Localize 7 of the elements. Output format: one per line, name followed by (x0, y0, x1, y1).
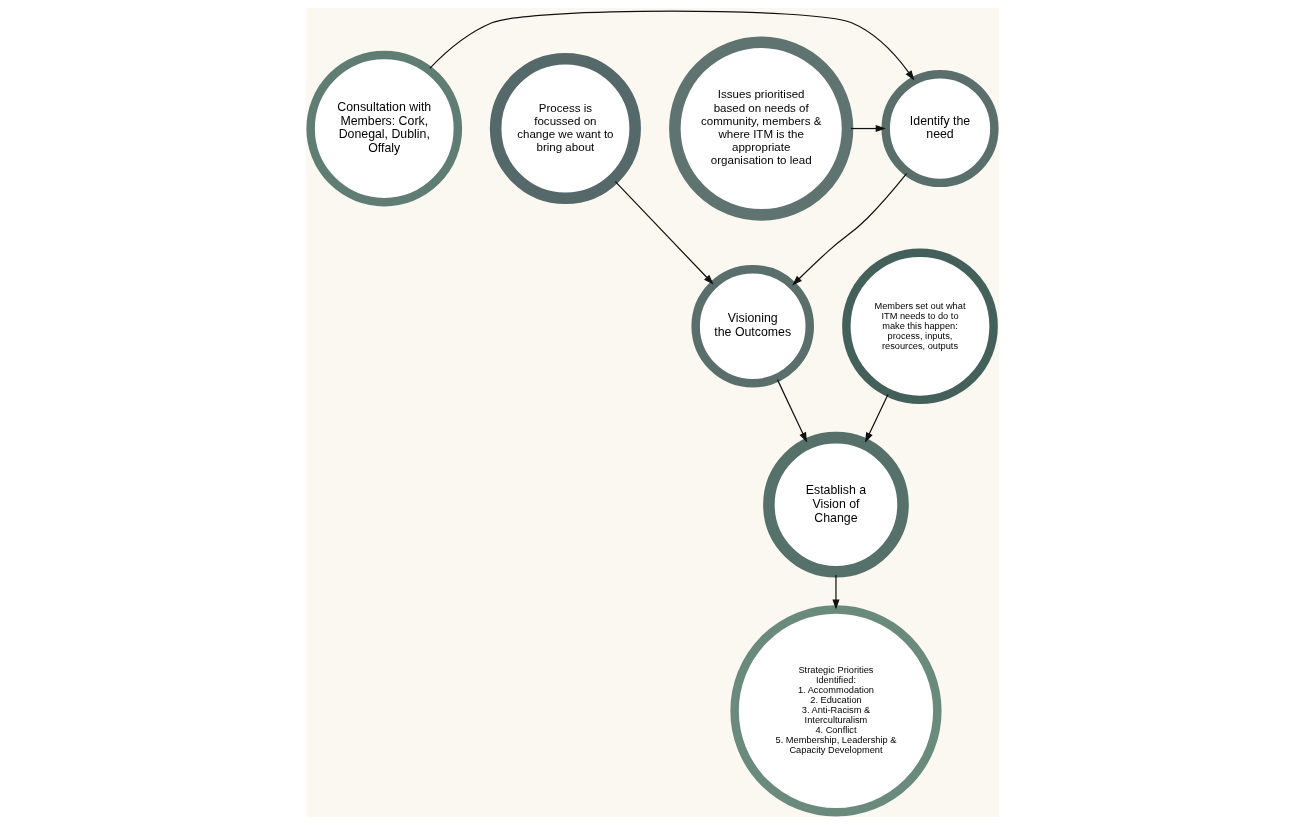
arrow (776, 379, 807, 443)
arrow (864, 393, 889, 443)
arrow (428, 10, 914, 81)
arrow (614, 181, 714, 285)
arrow (791, 172, 907, 286)
arrow (831, 574, 840, 610)
arrow (849, 124, 886, 133)
